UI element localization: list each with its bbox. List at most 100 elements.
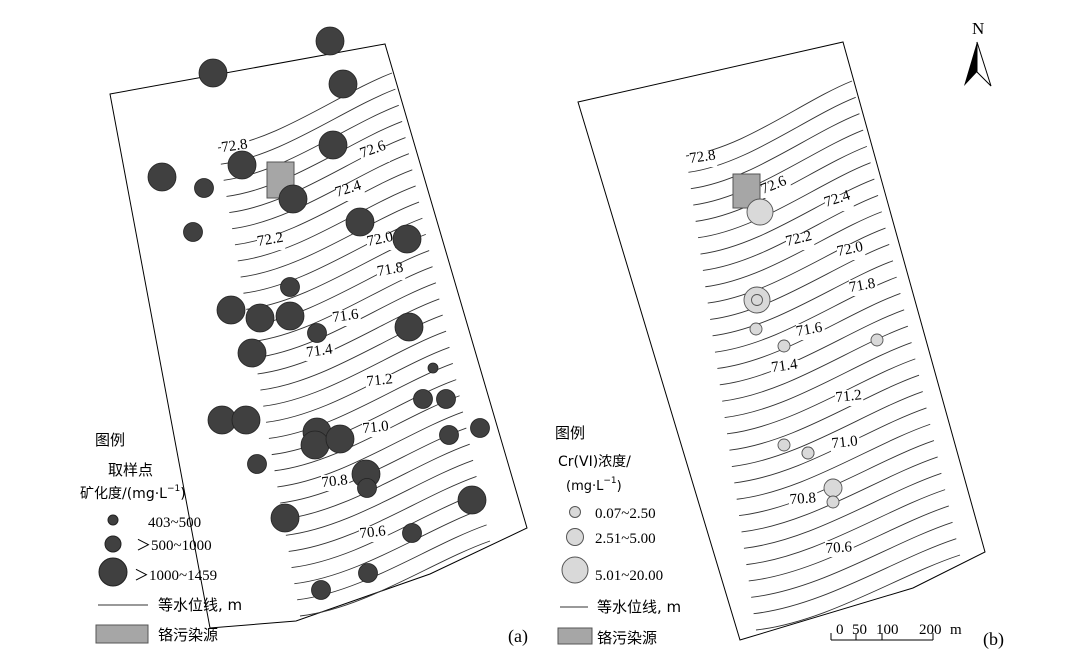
north-arrow: N — [964, 19, 992, 87]
legend-symbol-small — [107, 514, 119, 526]
contour-label: 70.8 — [789, 490, 816, 508]
contour-line — [285, 459, 474, 536]
contour-label-halo — [257, 234, 286, 250]
sample-point — [826, 495, 840, 509]
contour-label-halo — [362, 421, 391, 437]
legend-symbol-medium — [566, 528, 584, 546]
contour-line — [705, 211, 882, 288]
contour-label: 71.2 — [835, 387, 863, 406]
contour-label: 72.2 — [256, 230, 285, 250]
contour-line — [294, 508, 484, 585]
sample-point — [751, 294, 763, 306]
legend-subtitle-2: (mg·L−1) — [566, 476, 622, 494]
contour-line — [753, 538, 957, 615]
contour-line — [743, 472, 942, 549]
contour-label: 70.6 — [359, 523, 387, 542]
legend-source-symbol — [95, 624, 149, 644]
contour-lines — [685, 80, 961, 631]
contour-line — [690, 113, 860, 190]
contour-line — [266, 346, 450, 423]
sample-point — [777, 339, 791, 353]
sample-point — [315, 26, 345, 56]
contour-label-halo — [835, 390, 864, 406]
contour-line — [257, 298, 440, 375]
sample-point — [280, 277, 300, 297]
contour-label: 71.4 — [770, 356, 799, 376]
legend-unit-end: ) — [180, 486, 185, 502]
contour-line — [685, 80, 853, 157]
contour-line — [710, 244, 890, 320]
contour-line — [734, 407, 927, 484]
contour-label: 72.0 — [366, 229, 395, 250]
legend-unit-sup: −1 — [167, 484, 180, 494]
contour-label-halo — [837, 244, 866, 260]
north-label: N — [972, 19, 984, 38]
contour-line — [741, 456, 938, 533]
contour-label-halo — [831, 436, 860, 452]
contour-line — [299, 540, 491, 617]
sample-point — [436, 389, 456, 409]
sample-point — [275, 301, 305, 331]
contour-label-halo — [361, 146, 390, 162]
legend-class-1: 0.07~2.50 — [595, 506, 656, 522]
legend-subtitle-2: 矿化度/(mg·L−1) — [80, 484, 186, 502]
sample-point — [198, 58, 228, 88]
sample-point — [183, 222, 203, 242]
contour-label-halo — [786, 234, 815, 250]
contour-line — [707, 227, 886, 304]
contour-label: 72.0 — [836, 239, 865, 260]
legend: 图例 取样点 矿化度/(mg·L−1) 403~500 ＞500~1000 ＞1… — [80, 431, 242, 644]
sample-points — [743, 198, 884, 509]
contour-label-halo — [321, 475, 350, 491]
contour-label-halo — [366, 374, 395, 390]
contour-line — [751, 521, 953, 598]
contour-label: 71.8 — [376, 260, 405, 280]
contour-label-halo — [849, 280, 878, 296]
panel-label: (b) — [983, 629, 1004, 650]
legend-symbol-medium — [104, 535, 122, 553]
sample-point — [237, 338, 267, 368]
contour-label: 71.8 — [848, 276, 877, 296]
scale-unit: m — [950, 622, 962, 638]
contour-label-halo — [367, 234, 396, 250]
contour-label: 71.6 — [795, 320, 824, 340]
contour-lines — [217, 72, 491, 617]
sample-point — [194, 178, 214, 198]
legend-title: 图例 — [555, 424, 585, 442]
contour-label: 70.8 — [321, 472, 349, 491]
scale-tick-label: 50 — [852, 622, 867, 638]
legend-unit: 矿化度/(mg·L — [80, 486, 167, 502]
sample-point — [147, 162, 177, 192]
sample-point — [278, 184, 308, 214]
contour-label-halo — [796, 324, 825, 340]
contour-line — [240, 201, 420, 278]
legend-symbol-large — [561, 556, 589, 584]
contour-line — [731, 391, 923, 467]
contour-label-halo — [762, 182, 791, 198]
contour-line — [712, 260, 894, 337]
sample-point — [300, 430, 330, 460]
contour-label: 72.4 — [822, 187, 852, 210]
legend-unit-end: ) — [617, 479, 622, 494]
sample-point — [777, 438, 791, 452]
sample-point — [457, 485, 487, 515]
contour-label-halo — [771, 360, 800, 376]
legend-contour-label: 等水位线, m — [597, 598, 681, 616]
contour-label-halo — [336, 185, 365, 201]
contour-line — [726, 358, 916, 435]
contour-label: 72.2 — [784, 228, 813, 250]
contour-line — [693, 129, 864, 206]
contour-label: 71.6 — [331, 306, 360, 326]
sample-point — [318, 130, 348, 160]
contour-line — [243, 217, 423, 294]
contour-line — [226, 120, 403, 197]
contour-label-halo — [689, 151, 718, 167]
sample-point — [439, 425, 459, 445]
contour-line — [232, 153, 410, 230]
legend-symbol-small — [569, 506, 581, 518]
contour-line — [688, 96, 856, 173]
legend-symbol-large — [98, 557, 128, 587]
contour-label-halo — [359, 526, 388, 542]
contour-line — [288, 476, 477, 552]
